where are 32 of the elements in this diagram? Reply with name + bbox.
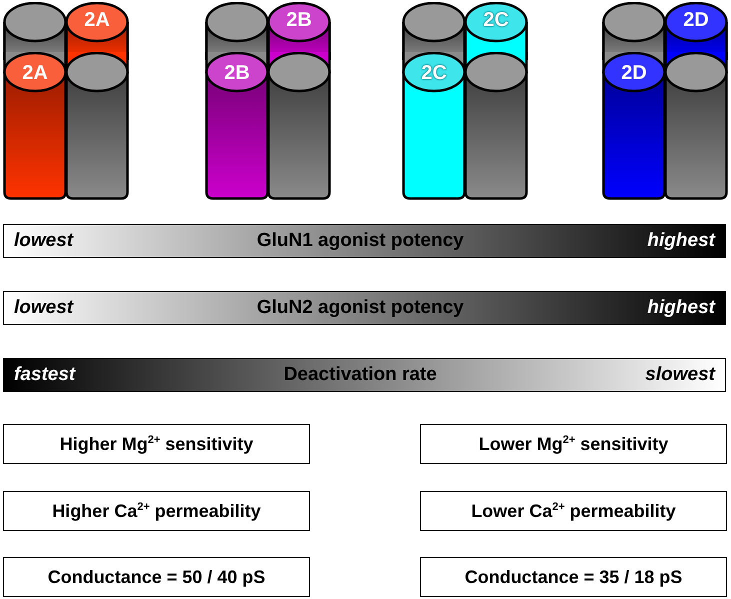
gradient-scale-bar bbox=[3, 224, 726, 258]
scale-end-label: fastest bbox=[14, 364, 76, 386]
property-text: Higher Ca$^{2+}$ permeability bbox=[52, 500, 261, 522]
gradient-scale-bar bbox=[3, 291, 726, 325]
property-text: Conductance = 50 / 40 pS bbox=[48, 566, 266, 588]
gradient-scale-bar bbox=[3, 358, 726, 392]
subunit-label: 2A bbox=[21, 61, 49, 85]
scale-end-label: lowest bbox=[14, 297, 74, 319]
scale-end-label: highest bbox=[647, 230, 715, 252]
property-box bbox=[420, 557, 727, 597]
property-text: Conductance = 35 / 18 pS bbox=[464, 566, 682, 588]
subunit-label: 2B bbox=[223, 61, 251, 85]
subunit-label: 2C bbox=[482, 8, 510, 32]
subunit-label: 2B bbox=[285, 8, 313, 32]
property-text: Lower Ca$^{2+}$ permeability bbox=[471, 500, 676, 522]
scale-title: GluN1 agonist potency bbox=[256, 230, 464, 252]
property-text: Lower Mg$^{2+}$ sensitivity bbox=[478, 434, 668, 454]
property-box bbox=[3, 491, 310, 531]
scale-title: Deactivation rate bbox=[284, 364, 437, 386]
property-box bbox=[3, 557, 310, 597]
subunit-label: 2D bbox=[682, 8, 710, 32]
scale-end-label: highest bbox=[647, 297, 715, 319]
property-box bbox=[420, 424, 727, 464]
property-box bbox=[3, 424, 310, 464]
subunit-label: 2A bbox=[83, 8, 111, 32]
scale-end-label: slowest bbox=[645, 364, 715, 386]
scale-end-label: lowest bbox=[14, 230, 74, 252]
scale-title: GluN2 agonist potency bbox=[256, 297, 464, 319]
subunit-label: 2C bbox=[420, 61, 448, 85]
property-text: Higher Mg$^{2+}$ sensitivity bbox=[60, 434, 254, 454]
subunit-label: 2D bbox=[620, 61, 648, 85]
property-box bbox=[420, 491, 727, 531]
